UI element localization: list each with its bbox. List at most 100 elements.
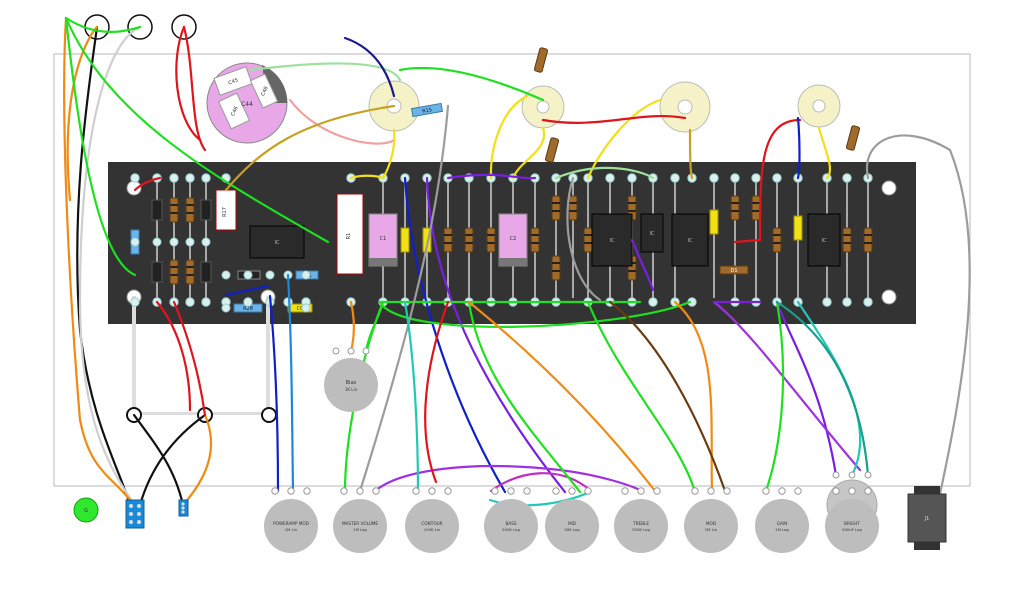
ic-chip bbox=[249, 225, 305, 259]
power-switch[interactable] bbox=[125, 499, 145, 529]
green-gain bbox=[764, 300, 785, 493]
pot-name: BASS bbox=[505, 521, 516, 526]
film-cap bbox=[422, 227, 432, 253]
red-contour bbox=[424, 300, 450, 484]
resistor bbox=[863, 227, 873, 253]
resistor-band bbox=[752, 210, 760, 212]
red-rect-2 bbox=[155, 300, 192, 412]
eyelet bbox=[301, 270, 311, 280]
resistor-band bbox=[531, 242, 539, 244]
ceramic-cap bbox=[200, 199, 212, 221]
pot-value: 1M Log bbox=[353, 527, 367, 532]
red-top-left bbox=[133, 176, 162, 192]
pot-lug bbox=[864, 471, 872, 479]
pot-body bbox=[333, 499, 387, 553]
bias-pot[interactable]: Bias 1K Lin bbox=[324, 347, 378, 412]
ic-chip-label: IC bbox=[650, 231, 655, 237]
standby-switch[interactable] bbox=[178, 499, 189, 517]
pale-green bbox=[554, 166, 655, 180]
orange-mod bbox=[673, 300, 714, 493]
cap-b-label: C46 bbox=[230, 106, 240, 117]
resistor bbox=[842, 227, 852, 253]
pot-lug bbox=[552, 487, 560, 495]
pot-body bbox=[545, 499, 599, 553]
pot-lug bbox=[568, 487, 576, 495]
pot-value: 100K Lin bbox=[424, 527, 441, 532]
pot-lug bbox=[412, 487, 420, 495]
ic-chip bbox=[640, 213, 664, 253]
resistor bbox=[169, 259, 179, 285]
bias-pot-value: 1K Lin bbox=[345, 387, 358, 392]
cap-c0-label: C0 bbox=[297, 306, 304, 312]
eyelet bbox=[627, 173, 637, 183]
eyelet bbox=[201, 297, 211, 307]
pot-lug bbox=[303, 487, 311, 495]
eyelet bbox=[201, 173, 211, 183]
resistor-band bbox=[186, 212, 194, 214]
mustard-wire bbox=[224, 104, 396, 192]
pot-value: 1M Lin bbox=[705, 527, 718, 532]
filter-capacitor: C44 C45 C46 C48 bbox=[206, 62, 288, 144]
pot-body bbox=[684, 499, 738, 553]
resistor bbox=[583, 227, 593, 253]
teal-bright-2 bbox=[775, 300, 870, 477]
eyelet bbox=[130, 297, 140, 307]
pot-lug bbox=[584, 487, 592, 495]
mains-wire-gray bbox=[78, 25, 142, 507]
eyelet bbox=[709, 173, 719, 183]
tube-socket-3 bbox=[659, 81, 711, 133]
purple-top bbox=[446, 173, 537, 180]
teal-contour bbox=[403, 300, 420, 493]
resistor-band bbox=[773, 234, 781, 236]
resistor bbox=[530, 227, 540, 253]
pot-body bbox=[484, 499, 538, 553]
resistor-band bbox=[552, 270, 560, 272]
pot-lug bbox=[848, 471, 856, 479]
eyelet bbox=[130, 237, 140, 247]
resistor-band bbox=[531, 234, 539, 236]
eyelet bbox=[152, 237, 162, 247]
eyelet bbox=[185, 173, 195, 183]
pot-lug bbox=[428, 487, 436, 495]
green-mod bbox=[586, 300, 697, 494]
gray-inner bbox=[566, 176, 602, 302]
eyelet bbox=[605, 173, 615, 183]
purple-ic bbox=[630, 238, 655, 292]
yellow-t3b bbox=[688, 128, 694, 180]
resistor-band bbox=[628, 210, 636, 212]
pot-lug bbox=[864, 487, 872, 495]
resistor-band bbox=[552, 262, 560, 264]
output-jack[interactable]: J1 bbox=[907, 486, 947, 550]
pot-lug bbox=[778, 487, 786, 495]
brown-mod bbox=[608, 300, 727, 493]
ground-lug-3 bbox=[261, 407, 277, 423]
pot-value: 500nF Log bbox=[842, 527, 862, 532]
tube-resistor bbox=[533, 47, 549, 73]
resistor-band bbox=[465, 234, 473, 236]
heater-pink bbox=[288, 98, 396, 145]
eyelet bbox=[221, 303, 231, 313]
resistor bbox=[772, 227, 782, 253]
resistor-band bbox=[170, 266, 178, 268]
tube-socket-4 bbox=[797, 84, 841, 128]
tube-resistor bbox=[845, 125, 861, 151]
pot-lug bbox=[287, 487, 295, 495]
film-cap bbox=[400, 227, 410, 253]
resistor bbox=[551, 255, 561, 281]
ic-chip bbox=[807, 213, 841, 267]
yellow-t2a bbox=[489, 94, 529, 180]
eyelet bbox=[842, 297, 852, 307]
green-heater-3 bbox=[64, 16, 137, 277]
ground-black bbox=[132, 413, 185, 507]
resistor-band bbox=[843, 242, 851, 244]
